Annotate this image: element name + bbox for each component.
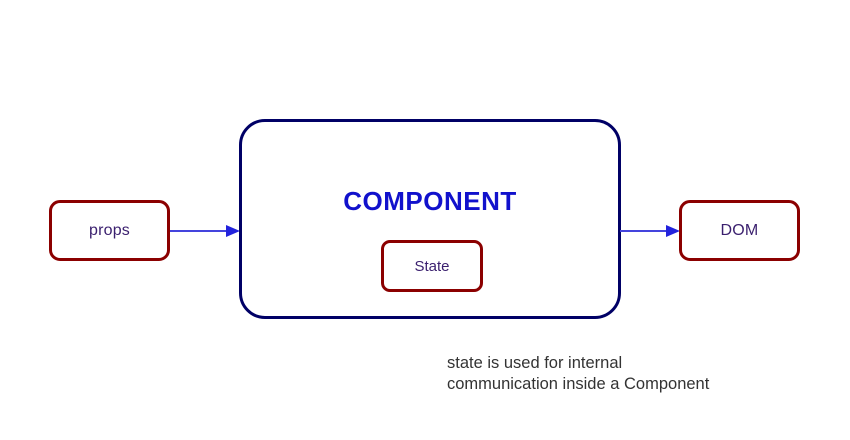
node-props[interactable]: props	[49, 200, 170, 261]
arrow-component-to-dom	[620, 223, 680, 239]
diagram-caption: state is used for internal communication…	[447, 354, 710, 393]
node-dom[interactable]: DOM	[679, 200, 800, 261]
node-state[interactable]: State	[381, 240, 483, 292]
arrow-props-to-component-svg	[170, 225, 240, 237]
node-dom-label: DOM	[720, 221, 759, 239]
arrow-component-to-dom-svg	[620, 225, 680, 237]
node-component[interactable]: COMPONENT State	[239, 119, 621, 319]
node-component-label: COMPONENT	[343, 186, 517, 216]
arrow-props-to-component	[170, 223, 240, 239]
node-state-label: State	[414, 257, 450, 275]
node-props-label: props	[88, 221, 131, 239]
